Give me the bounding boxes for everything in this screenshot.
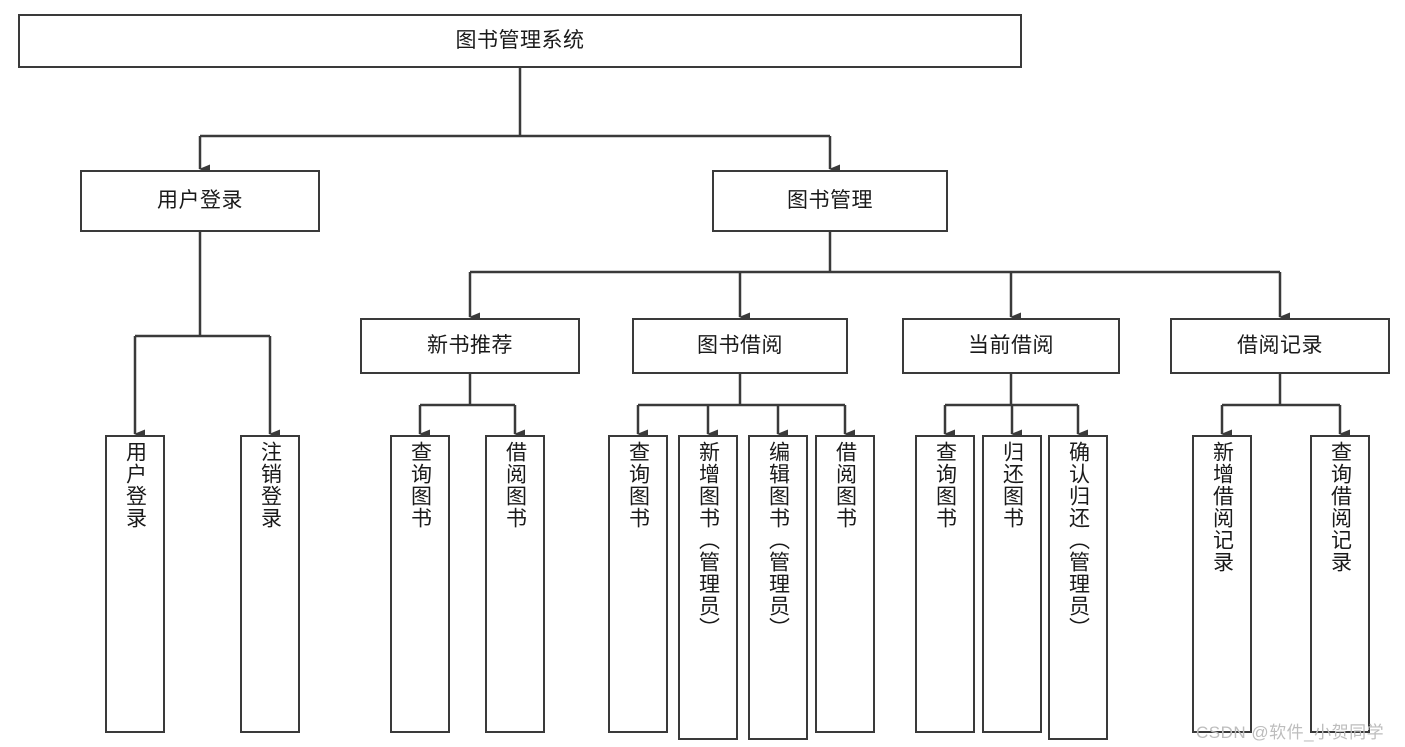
node-l-addrec[interactable]: 新增借阅记录 bbox=[1192, 435, 1252, 733]
node-label: 图书管理 bbox=[787, 189, 873, 213]
node-label: 确认归还（管理员） bbox=[1066, 441, 1090, 639]
node-label: 图书借阅 bbox=[697, 334, 783, 358]
node-bookmgmt[interactable]: 图书管理 bbox=[712, 170, 948, 232]
node-label: 归还图书 bbox=[1000, 441, 1024, 529]
node-label: 新增借阅记录 bbox=[1210, 441, 1234, 573]
node-l-conf[interactable]: 确认归还（管理员） bbox=[1048, 435, 1108, 740]
node-l-q2[interactable]: 查询图书 bbox=[608, 435, 668, 733]
node-l-logout[interactable]: 注销登录 bbox=[240, 435, 300, 733]
watermark: CSDN @软件_小贺同学 bbox=[1196, 723, 1385, 742]
node-label: 当前借阅 bbox=[968, 334, 1054, 358]
node-newbook[interactable]: 新书推荐 bbox=[360, 318, 580, 374]
node-label: 新书推荐 bbox=[427, 334, 513, 358]
node-l-login[interactable]: 用户登录 bbox=[105, 435, 165, 733]
node-label: 注销登录 bbox=[258, 441, 282, 529]
node-label: 编辑图书（管理员） bbox=[766, 441, 790, 639]
node-l-edit[interactable]: 编辑图书（管理员） bbox=[748, 435, 808, 740]
node-label: 借阅图书 bbox=[503, 441, 527, 529]
node-label: 用户登录 bbox=[157, 189, 243, 213]
node-label: 用户登录 bbox=[123, 441, 147, 529]
node-label: 借阅记录 bbox=[1237, 334, 1323, 358]
node-records[interactable]: 借阅记录 bbox=[1170, 318, 1390, 374]
node-l-b2[interactable]: 借阅图书 bbox=[815, 435, 875, 733]
node-label: 查询图书 bbox=[626, 441, 650, 529]
node-current[interactable]: 当前借阅 bbox=[902, 318, 1120, 374]
node-label: 查询借阅记录 bbox=[1328, 441, 1352, 573]
node-label: 新增图书（管理员） bbox=[696, 441, 720, 639]
node-label: 查询图书 bbox=[933, 441, 957, 529]
node-label: 借阅图书 bbox=[833, 441, 857, 529]
node-l-ret[interactable]: 归还图书 bbox=[982, 435, 1042, 733]
node-label: 图书管理系统 bbox=[455, 29, 585, 53]
node-l-qrec[interactable]: 查询借阅记录 bbox=[1310, 435, 1370, 733]
node-l-q3[interactable]: 查询图书 bbox=[915, 435, 975, 733]
node-l-b1[interactable]: 借阅图书 bbox=[485, 435, 545, 733]
node-l-q1[interactable]: 查询图书 bbox=[390, 435, 450, 733]
node-login[interactable]: 用户登录 bbox=[80, 170, 320, 232]
node-borrow[interactable]: 图书借阅 bbox=[632, 318, 848, 374]
node-label: 查询图书 bbox=[408, 441, 432, 529]
node-l-add[interactable]: 新增图书（管理员） bbox=[678, 435, 738, 740]
node-root[interactable]: 图书管理系统 bbox=[18, 14, 1022, 68]
